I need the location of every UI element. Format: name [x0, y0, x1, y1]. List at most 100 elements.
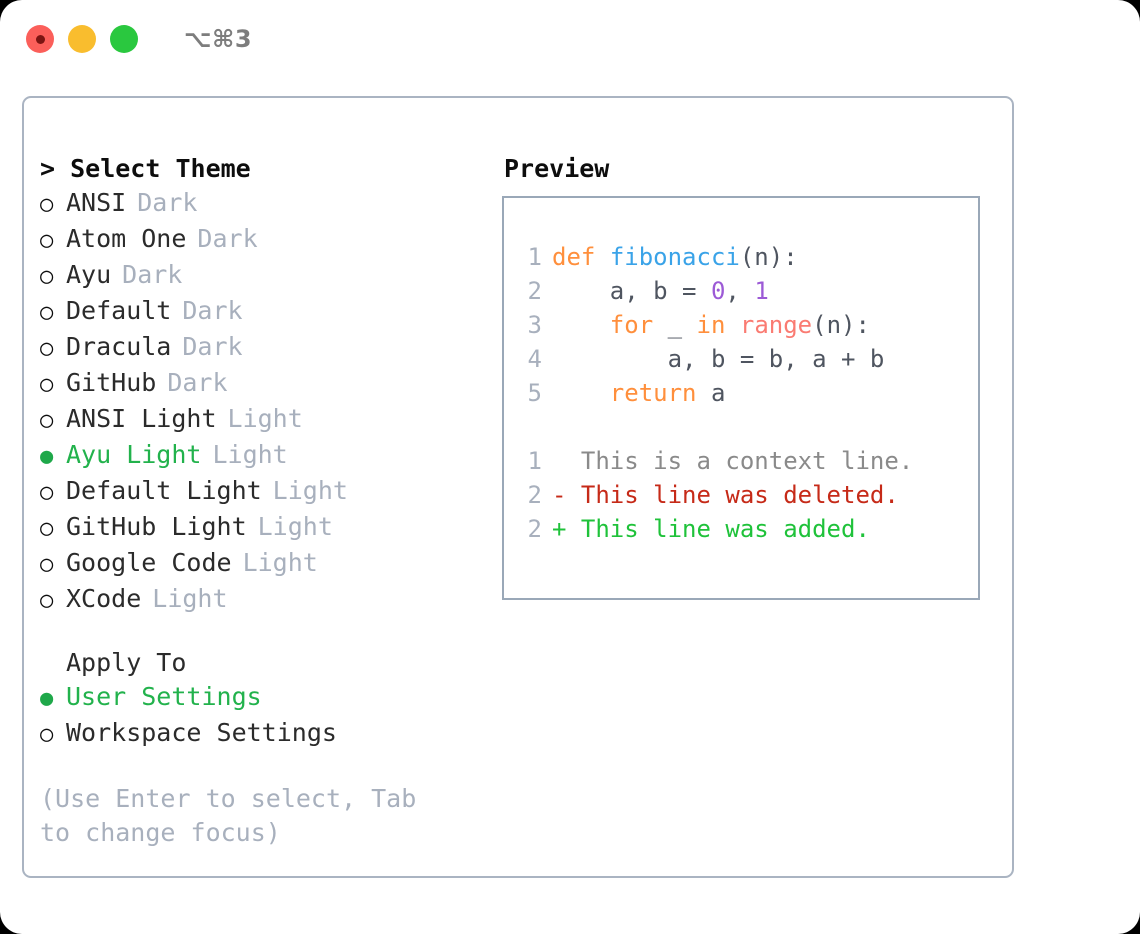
line-number: 2	[527, 277, 542, 305]
radio-selected-icon: ●	[40, 444, 54, 469]
theme-name: Default Light	[66, 476, 262, 505]
theme-name: ANSI Light	[66, 404, 217, 433]
theme-name: Ayu	[66, 260, 112, 289]
theme-variant-tag: Light	[212, 440, 288, 469]
radio-unselected-icon: ○	[40, 722, 54, 747]
diff-line-del: 2- This line was deleted.	[520, 478, 978, 512]
theme-option-ansi[interactable]: ○ ANSI Dark	[40, 186, 490, 222]
apply-to-label: User Settings	[66, 682, 262, 711]
theme-variant-tag: Dark	[182, 296, 243, 325]
code-token: (n):	[739, 243, 798, 271]
line-number: 1	[527, 447, 542, 475]
radio-unselected-icon: ○	[40, 480, 54, 505]
theme-option-github[interactable]: ○ GitHub Dark	[40, 366, 490, 402]
diff-text: This line was added.	[580, 515, 870, 543]
radio-unselected-icon: ○	[40, 588, 54, 613]
radio-selected-icon: ●	[40, 686, 54, 711]
theme-name: Atom One	[66, 224, 187, 253]
code-token	[595, 243, 609, 271]
diff-marker: +	[552, 515, 581, 543]
minimize-button[interactable]	[68, 25, 96, 53]
code-token: range	[739, 311, 813, 339]
diff-line-ctx: 1 This is a context line.	[520, 444, 978, 478]
theme-name: Ayu Light	[66, 440, 202, 469]
apply-to-heading: Apply To	[66, 648, 187, 677]
theme-variant-tag: Dark	[137, 188, 198, 217]
code-token: _	[653, 311, 697, 339]
code-token: ,	[725, 277, 755, 305]
diff-text: This line was deleted.	[580, 481, 899, 509]
theme-name: XCode	[66, 584, 142, 613]
line-number: 1	[527, 243, 542, 271]
code-token: 0	[710, 277, 726, 305]
code-line: 2 a, b = 0, 1	[520, 274, 978, 308]
title-bar: ⌥⌘3	[0, 0, 1140, 78]
keyboard-shortcut-label: ⌥⌘3	[184, 25, 253, 53]
radio-unselected-icon: ○	[40, 516, 54, 541]
theme-option-ansi-light[interactable]: ○ ANSI Light Light	[40, 402, 490, 438]
theme-variant-tag: Dark	[197, 224, 258, 253]
code-token	[552, 311, 610, 339]
code-token: in	[696, 311, 726, 339]
apply-to-option-workspace-settings[interactable]: ○ Workspace Settings	[40, 716, 490, 752]
radio-unselected-icon: ○	[40, 408, 54, 433]
theme-name: GitHub	[66, 368, 157, 397]
theme-name: GitHub Light	[66, 512, 247, 541]
code-token	[552, 379, 610, 407]
code-diff-spacer	[520, 410, 978, 444]
code-token: for	[609, 311, 654, 339]
line-number: 4	[527, 345, 542, 373]
theme-variant-tag: Light	[257, 512, 333, 541]
theme-option-google-code[interactable]: ○ Google Code Light	[40, 546, 490, 582]
code-line: 3 for _ in range(n):	[520, 308, 978, 342]
diff-sample: 1 This is a context line.2- This line wa…	[520, 444, 978, 546]
apply-to-list[interactable]: ● User Settings ○ Workspace Settings	[40, 680, 490, 752]
keyboard-hint: (Use Enter to select, Tab to change focu…	[40, 784, 432, 847]
radio-unselected-icon: ○	[40, 192, 54, 217]
theme-option-ayu[interactable]: ○ Ayu Dark	[40, 258, 490, 294]
theme-name: Google Code	[66, 548, 232, 577]
line-number: 2	[527, 481, 542, 509]
code-token: (n):	[812, 311, 870, 339]
diff-line-add: 2 + This line was added.	[520, 512, 978, 546]
code-token: a	[696, 379, 726, 407]
theme-variant-tag: Light	[227, 404, 303, 433]
apply-to-option-user-settings[interactable]: ● User Settings	[40, 680, 490, 716]
radio-unselected-icon: ○	[40, 336, 54, 361]
radio-unselected-icon: ○	[40, 372, 54, 397]
theme-option-ayu-light[interactable]: ● Ayu Light Light	[40, 438, 490, 474]
preview-heading: Preview	[504, 154, 610, 183]
line-number: 5	[527, 379, 542, 407]
select-theme-heading: > Select Theme	[40, 154, 251, 183]
theme-variant-tag: Dark	[122, 260, 183, 289]
code-token: a, b =	[552, 277, 711, 305]
diff-marker: -	[552, 481, 581, 509]
radio-unselected-icon: ○	[40, 264, 54, 289]
code-token: return	[609, 379, 697, 407]
theme-variant-tag: Dark	[167, 368, 228, 397]
maximize-button[interactable]	[110, 25, 138, 53]
line-number: 2	[527, 515, 542, 543]
apply-to-label: Workspace Settings	[66, 718, 337, 747]
radio-unselected-icon: ○	[40, 300, 54, 325]
theme-option-github-light[interactable]: ○ GitHub Light Light	[40, 510, 490, 546]
radio-unselected-icon: ○	[40, 552, 54, 577]
theme-variant-tag: Dark	[182, 332, 243, 361]
theme-name: ANSI	[66, 188, 127, 217]
code-line: 5 return a	[520, 376, 978, 410]
theme-variant-tag: Light	[242, 548, 318, 577]
close-button[interactable]	[26, 25, 54, 53]
section-spacer	[40, 618, 490, 646]
line-number: 3	[527, 311, 542, 339]
